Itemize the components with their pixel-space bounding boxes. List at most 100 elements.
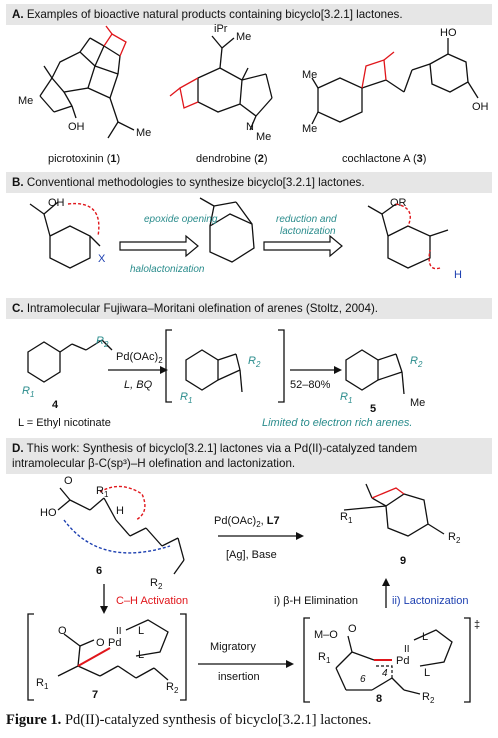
panel-b-structures xyxy=(29,197,449,269)
lactonization-label: lactonization xyxy=(280,226,336,237)
arrow-d1-head xyxy=(296,532,304,540)
red-curved-arrow-b3 xyxy=(395,203,411,227)
bracket-right-d8 xyxy=(464,617,471,703)
panel-d: D. This work: Synthesis of bicyclo[3.2.1… xyxy=(6,438,492,474)
migratory-label: Migratory xyxy=(210,641,256,653)
cochlactone-me1-label: Me xyxy=(302,69,317,81)
reduction-label: reduction and xyxy=(276,214,337,225)
cochlactone-me2-label: Me xyxy=(302,123,317,135)
dendrobine-ipr-label: iPr xyxy=(214,23,228,35)
acid-oh-label: OH xyxy=(48,197,65,209)
dendrobine-me-label: Me xyxy=(236,31,251,43)
picrotoxinin-me-label: Me xyxy=(18,95,33,107)
ho-d: HO xyxy=(40,507,57,519)
caption-label: Figure 1. xyxy=(6,712,62,728)
panel-c-header: C. Intramolecular Fujiwara–Moritani olef… xyxy=(6,298,492,319)
pd-ox-d8: II xyxy=(404,644,410,655)
panel-b-header: B. Conventional methodologies to synthes… xyxy=(6,172,492,193)
dendrobine-nme-label: Me xyxy=(256,131,271,143)
o-d8: O xyxy=(348,623,357,635)
bracket-left-d7 xyxy=(27,613,34,701)
bracket-right-c xyxy=(278,329,285,403)
ch-activation-label: C–H Activation xyxy=(116,595,188,607)
x-label: X xyxy=(98,253,106,265)
arrow-d-up-head xyxy=(382,578,390,586)
l2-d7: L xyxy=(138,649,144,661)
figure-caption: Figure 1. Pd(II)-catalyzed synthesis of … xyxy=(6,712,492,729)
arrow-c2-head xyxy=(334,366,342,374)
yield-c: 52–80% xyxy=(290,379,331,391)
red-curved-arrow-b1 xyxy=(67,202,100,237)
bracket-left-c xyxy=(165,329,172,403)
l2-d8: L xyxy=(424,667,430,679)
arrow-reduction-lactonization xyxy=(263,234,343,258)
insertion-label: insertion xyxy=(218,671,260,683)
picrotoxinin-lactone xyxy=(103,25,127,57)
arrow-c1-head xyxy=(160,366,168,374)
mo-d8: M–O xyxy=(314,629,338,641)
dendrobine-name: dendrobine (2) xyxy=(196,153,268,165)
r1-d9: R1 xyxy=(340,511,353,525)
panel-d-structures xyxy=(57,483,445,575)
r2-c2: R2 xyxy=(248,355,261,369)
ligand-note: L = Ethyl nicotinate xyxy=(18,417,111,429)
four-d8: 4 xyxy=(382,668,388,679)
bracket-right-d7 xyxy=(180,613,187,701)
panel-a: A. Examples of bioactive natural product… xyxy=(6,4,492,25)
ester-or-label: OR xyxy=(390,197,407,209)
r1-d7: R1 xyxy=(36,677,49,691)
arrow-epoxide-opening xyxy=(119,234,199,258)
compound-9: 9 xyxy=(400,555,406,567)
r2-d: R2 xyxy=(150,577,163,591)
l1-d7: L xyxy=(138,625,144,637)
six-d8: 6 xyxy=(360,674,366,685)
r2-d8: R2 xyxy=(422,691,435,705)
red-curved-arrow-b2 xyxy=(428,249,441,270)
compound-4: 4 xyxy=(52,399,59,411)
pd-c-bond-7 xyxy=(77,647,111,667)
lactone-red-d xyxy=(371,487,405,499)
bracket-left-d8 xyxy=(303,617,310,703)
r1-c3: R1 xyxy=(340,391,352,405)
r1-c2: R1 xyxy=(180,391,192,405)
reagent-c: Pd(OAc)2 xyxy=(116,351,163,365)
picrotoxinin-structure xyxy=(39,37,135,139)
l1-d8: L xyxy=(422,631,428,643)
r1-d8: R1 xyxy=(318,651,331,665)
panel-b: B. Conventional methodologies to synthes… xyxy=(6,172,492,193)
panel-d-header: D. This work: Synthesis of bicyclo[3.2.1… xyxy=(6,438,492,474)
picrotoxinin-oh-label: OH xyxy=(68,121,85,133)
r1-c1: R1 xyxy=(22,385,34,399)
base-d: [Ag], Base xyxy=(226,549,277,561)
beta-h-label: i) β-H Elimination xyxy=(274,595,358,607)
arrow-d2-head xyxy=(286,660,294,668)
reagent-d: Pd(OAc)2, L7 xyxy=(214,515,280,529)
cochlactone-name: cochlactone A (3) xyxy=(342,153,426,165)
pd-d8: Pd xyxy=(396,655,409,667)
halolactonization-label: halolactonization xyxy=(130,264,205,275)
panel-c: C. Intramolecular Fujiwara–Moritani olef… xyxy=(6,298,492,319)
arrow-d-down-head xyxy=(100,606,108,614)
panel-c-structures xyxy=(27,339,405,395)
red-curved-arrow-d xyxy=(99,485,146,521)
hydride-label: H xyxy=(454,269,462,281)
me-c: Me xyxy=(410,397,425,409)
lactonization-d-label: ii) Lactonization xyxy=(392,595,468,607)
cochlactone-oh-label: OH xyxy=(472,101,489,113)
dendrobine-lactone xyxy=(169,77,199,109)
pd-ox-d7: II xyxy=(116,626,122,637)
caption-text: Pd(II)-catalyzed synthesis of bicyclo[3.… xyxy=(64,712,372,728)
o-d: O xyxy=(64,475,73,487)
dendrobine-n-label: N xyxy=(246,121,254,133)
dendrobine-structure xyxy=(197,35,273,131)
r2-c3: R2 xyxy=(410,355,423,369)
epoxide-label: epoxide opening xyxy=(144,214,218,225)
cochlactone-structure xyxy=(311,38,479,125)
r2-c1: R2 xyxy=(96,335,109,349)
limitation-note: Limited to electron rich arenes. xyxy=(262,417,412,429)
conditions-c: L, BQ xyxy=(124,379,153,391)
o2-d7: O xyxy=(96,637,105,649)
compound-5: 5 xyxy=(370,403,376,415)
o-d7: O xyxy=(58,625,67,637)
